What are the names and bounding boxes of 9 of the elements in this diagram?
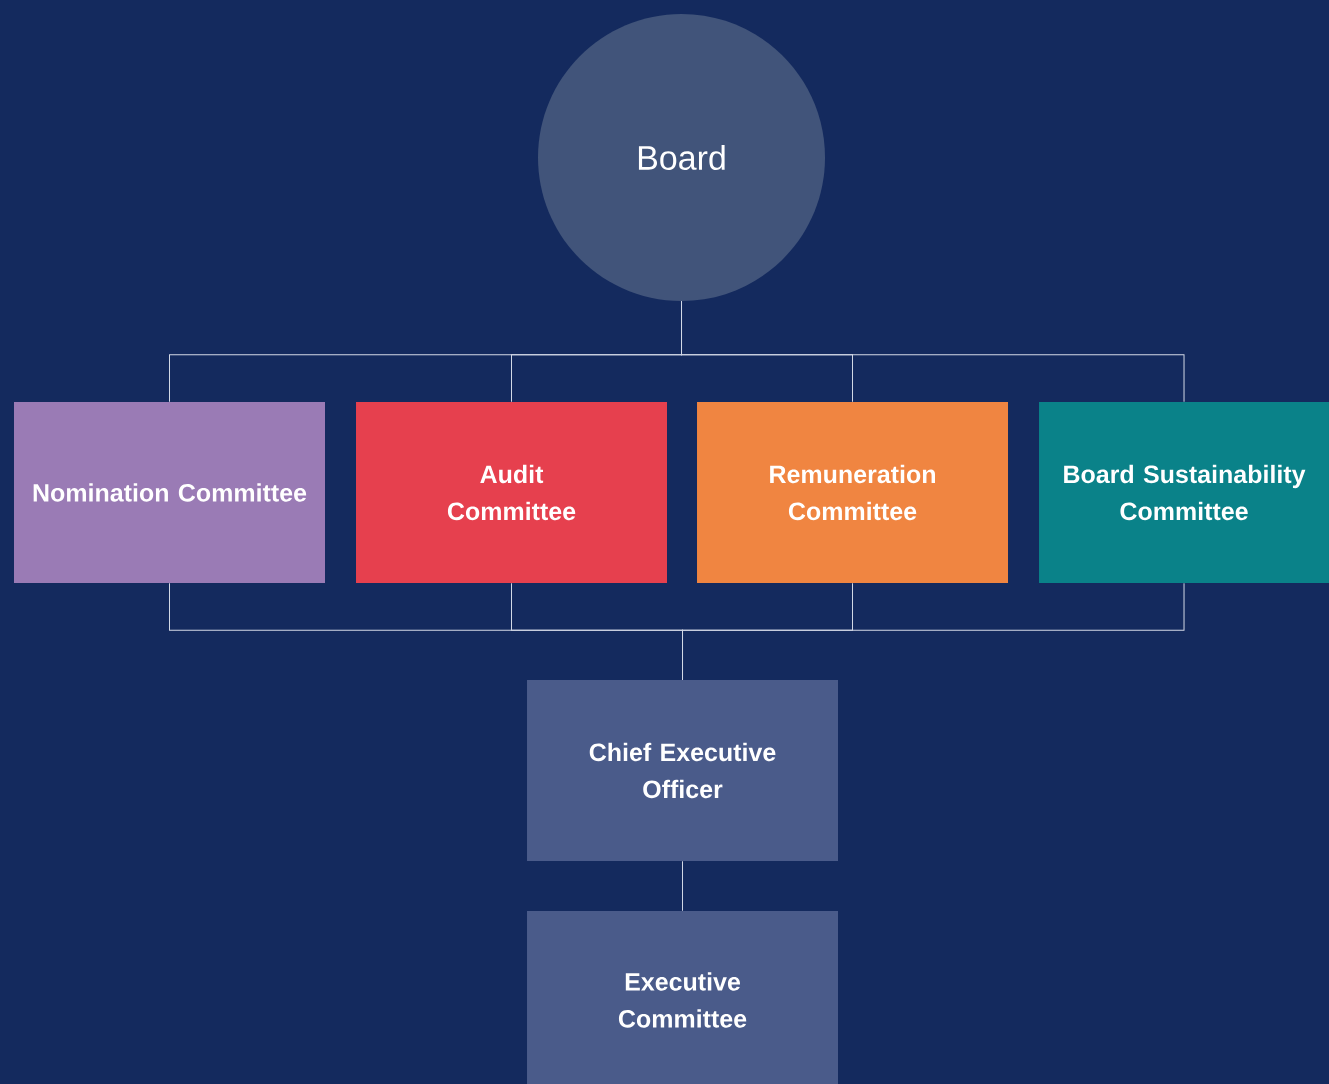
committee-box: Nomination Committee [14, 402, 325, 583]
committee-box: Audit Committee [356, 402, 667, 583]
connector-line [681, 300, 1185, 403]
committee-box: Board Sustainability Committee [1039, 402, 1329, 583]
connector-line [682, 582, 1185, 681]
committee-box: Remuneration Committee [697, 402, 1008, 583]
committee-box: Executive Committee [527, 911, 838, 1084]
officer-box: Chief Executive Officer [527, 680, 838, 861]
connector-line [682, 860, 683, 912]
